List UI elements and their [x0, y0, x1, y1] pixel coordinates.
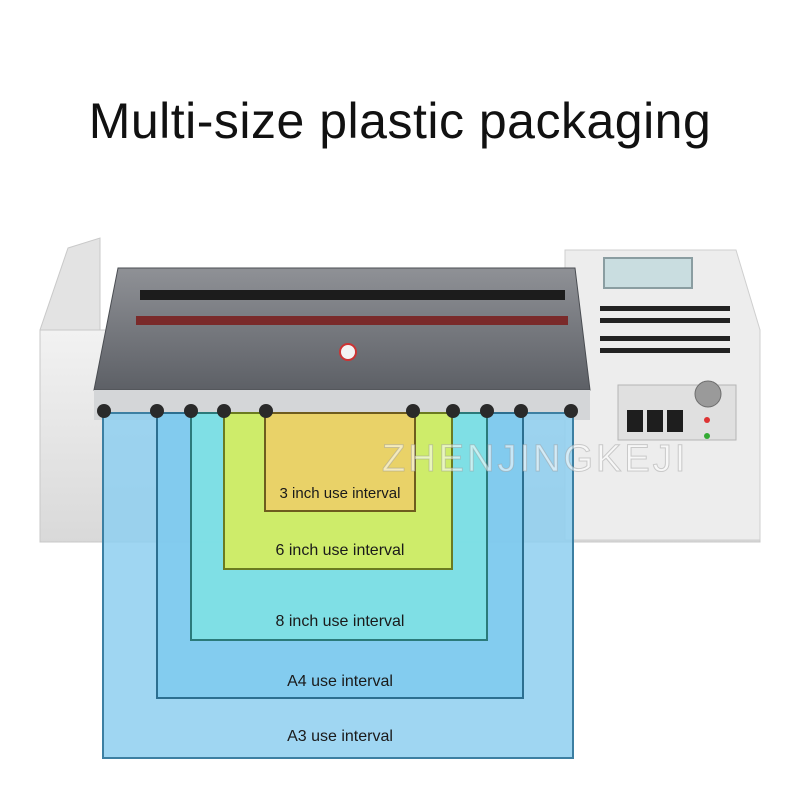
cover-vents: [140, 290, 565, 300]
zone-label-6inch: 6 inch use interval: [275, 542, 405, 559]
indicator-green: [704, 433, 710, 439]
power-switch: [627, 410, 643, 432]
zone-label-3inch: 3 inch use interval: [279, 485, 401, 502]
housing-vents: [600, 306, 730, 353]
zone-label-a3: A3 use interval: [287, 728, 393, 745]
indicator-red: [704, 417, 710, 423]
guide-markers: [97, 404, 578, 418]
size-zones: [102, 412, 574, 759]
watermark: ZHENJINGKEJI: [381, 438, 689, 481]
warning-label-icon: [339, 343, 357, 361]
lcd-display: [603, 257, 693, 289]
zone-label-8inch: 8 inch use interval: [275, 613, 405, 630]
mode-switch: [647, 410, 663, 432]
heater-cover: [93, 267, 591, 391]
page-title: Multi-size plastic packaging: [88, 93, 712, 149]
cover-vents-red: [136, 316, 568, 325]
zone-3inch: [264, 412, 416, 512]
reverse-switch: [667, 410, 683, 432]
zone-label-a4: A4 use interval: [287, 673, 393, 690]
temperature-knob: [694, 380, 722, 408]
